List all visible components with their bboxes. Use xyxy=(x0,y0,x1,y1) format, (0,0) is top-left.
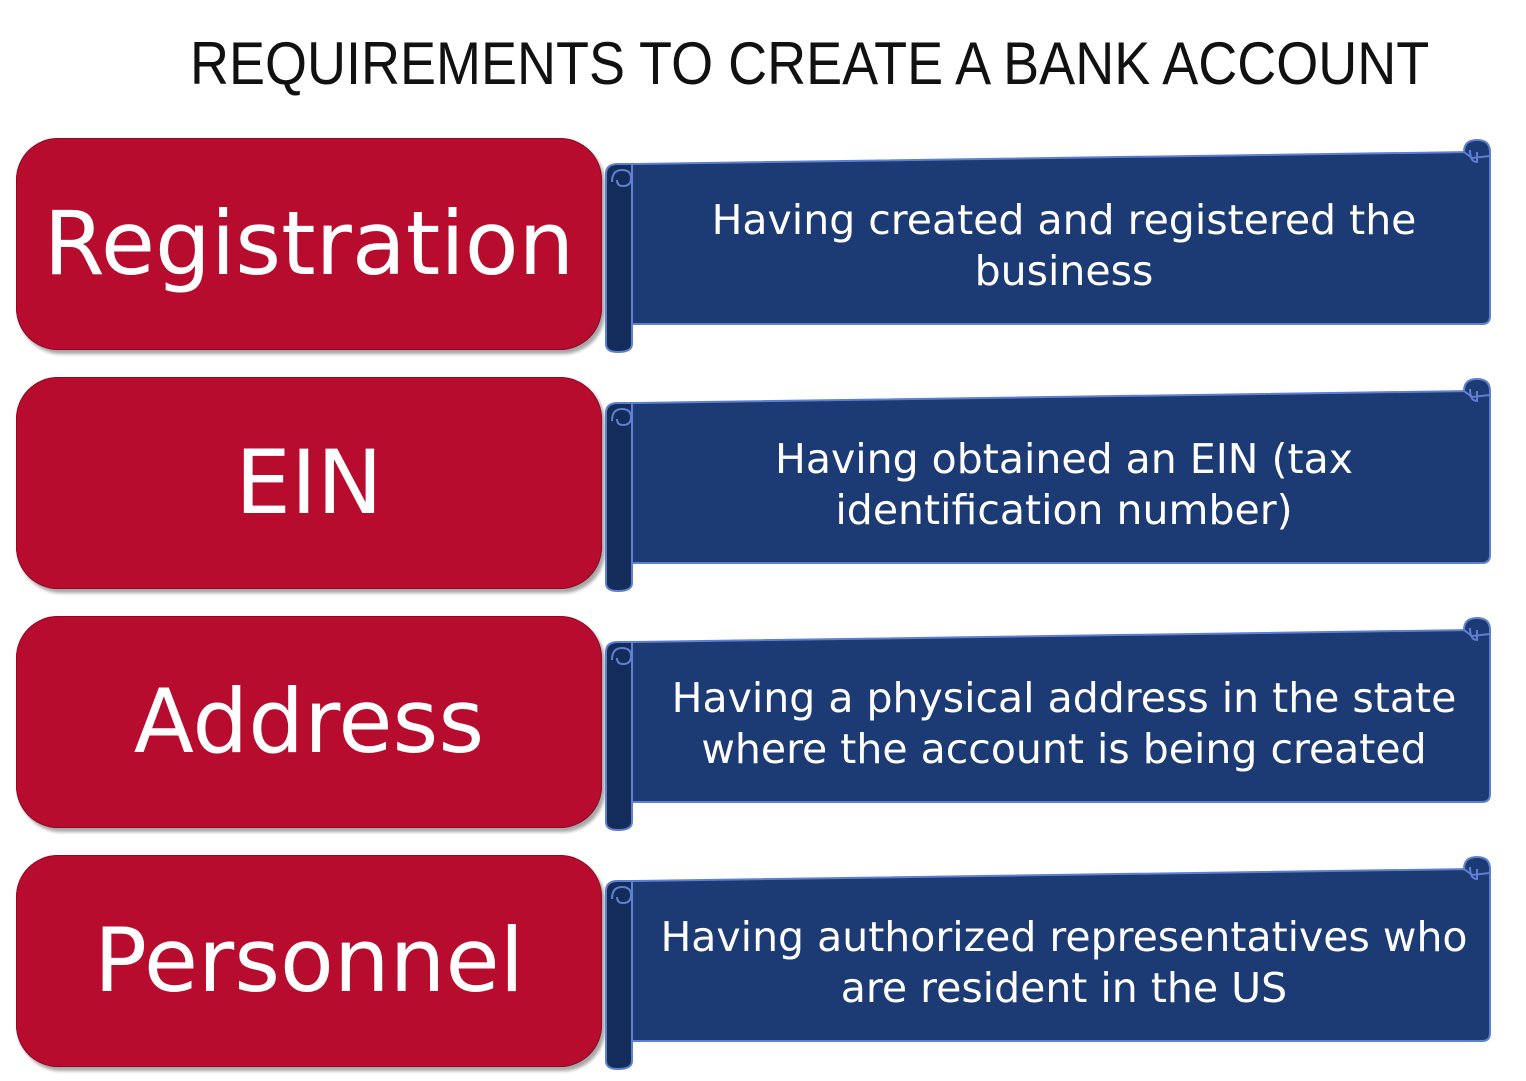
scroll-banner-shape xyxy=(605,855,1491,1071)
scroll-left-roll xyxy=(605,880,633,1071)
requirement-row: Address Having a physical address in the… xyxy=(0,616,1526,836)
requirement-label: EIN xyxy=(235,431,383,534)
scroll-banner-shape xyxy=(605,616,1491,832)
requirement-label-box: Address xyxy=(16,616,602,828)
scroll-top-curl-detail xyxy=(1469,627,1478,642)
scroll-left-roll xyxy=(605,163,633,354)
requirement-row: EIN Having obtained an EIN (tax identifi… xyxy=(0,377,1526,597)
scroll-left-roll xyxy=(605,641,633,832)
requirement-label: Personnel xyxy=(93,909,525,1012)
scroll-banner-shape xyxy=(605,138,1491,354)
requirement-description: Having obtained an EIN (tax identificati… xyxy=(775,435,1353,534)
scroll-top-curl-detail xyxy=(1469,149,1478,164)
scroll-body xyxy=(631,868,1491,1042)
requirement-description: Having a physical address in the state w… xyxy=(671,674,1457,773)
page-title: REQUIREMENTS TO CREATE A BANK ACCOUNT xyxy=(190,30,1430,97)
scroll-top-curl-detail xyxy=(1469,388,1478,403)
scroll-left-roll xyxy=(605,402,633,593)
scroll-left-curl xyxy=(611,885,633,905)
requirement-label-box: EIN xyxy=(16,377,602,589)
requirement-description: Having created and registered the busine… xyxy=(711,196,1417,295)
requirement-row: Registration Having created and register… xyxy=(0,138,1526,358)
requirement-scroll-banner: Having created and registered the busine… xyxy=(604,138,1494,358)
scroll-left-curl xyxy=(611,168,633,188)
requirement-label: Address xyxy=(133,670,485,773)
scroll-banner-shape xyxy=(605,377,1491,593)
requirement-scroll-banner: Having obtained an EIN (tax identificati… xyxy=(604,377,1494,597)
scroll-left-curl xyxy=(611,646,633,666)
requirement-scroll-banner: Having authorized representatives who ar… xyxy=(604,855,1494,1075)
requirement-scroll-banner: Having a physical address in the state w… xyxy=(604,616,1494,836)
scroll-body xyxy=(631,390,1491,564)
scroll-left-curl xyxy=(611,407,633,427)
requirement-description: Having authorized representatives who ar… xyxy=(660,913,1468,1012)
scroll-top-curl-detail xyxy=(1469,866,1478,881)
requirement-label-box: Registration xyxy=(16,138,602,350)
requirement-label: Registration xyxy=(43,192,575,295)
scroll-body xyxy=(631,151,1491,325)
scroll-body xyxy=(631,629,1491,803)
requirement-label-box: Personnel xyxy=(16,855,602,1067)
requirement-row: Personnel Having authorized representati… xyxy=(0,855,1526,1075)
